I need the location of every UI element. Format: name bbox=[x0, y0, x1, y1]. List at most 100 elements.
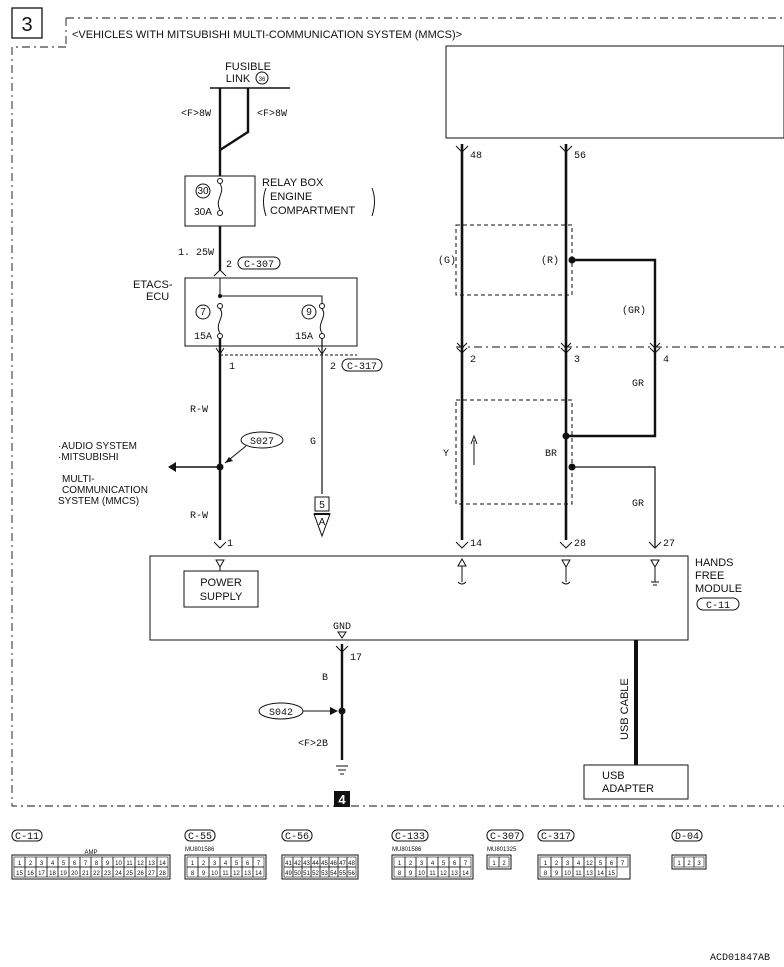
mmcs-pin-48: 48 bbox=[470, 151, 482, 162]
etacs-ecu: ETACS- ECU 7 15A 9 15A bbox=[133, 277, 358, 347]
connector-id: C-11 bbox=[15, 832, 39, 843]
feed-right-label: <F>8W bbox=[257, 109, 287, 120]
section-number: 3 bbox=[21, 14, 32, 36]
connector-pin: 2 bbox=[502, 861, 506, 867]
connector-pin: 8 bbox=[544, 871, 548, 877]
connector-pin: 5 bbox=[235, 861, 239, 867]
hfm-pin-1: 1 bbox=[227, 539, 233, 550]
etacs-out-pin1: 1 bbox=[229, 362, 235, 373]
wire-gr-upper: (GR) bbox=[622, 305, 646, 317]
connector-id: C-56 bbox=[285, 832, 309, 843]
relay-fuse-rating: 30A bbox=[194, 207, 212, 218]
connector-pin: 1 bbox=[492, 861, 496, 867]
connector-pin: 9 bbox=[409, 871, 413, 877]
connector-pin: 1 bbox=[398, 861, 402, 867]
audio-line-3: MULTI- bbox=[62, 474, 95, 485]
wire-125w-label: 1. 25W bbox=[178, 248, 214, 259]
connector-pin: 13 bbox=[451, 871, 458, 877]
etacs-out-connector: C-317 bbox=[347, 362, 377, 373]
connector-pin: 3 bbox=[420, 861, 424, 867]
connector-pin: 20 bbox=[71, 871, 78, 877]
power-supply-1: POWER bbox=[200, 577, 242, 589]
usb-adapter-box bbox=[583, 764, 689, 800]
junction-pin-3: 3 bbox=[574, 355, 580, 366]
connector-pin: 24 bbox=[115, 871, 122, 877]
hfm-title-1: HANDS bbox=[695, 557, 734, 569]
connector-id: C-55 bbox=[188, 832, 212, 843]
hfm-pin-28: 28 bbox=[574, 539, 586, 550]
wire-y: Y bbox=[443, 449, 449, 460]
audio-line-2: ·MITSUBISHI bbox=[58, 452, 119, 463]
etacs-fuse2-number: 9 bbox=[306, 307, 312, 318]
etacs-fuse1-rating: 15A bbox=[194, 332, 212, 343]
connector-sublabel: AMP bbox=[84, 850, 97, 856]
feed-left-label: <F>8W bbox=[181, 109, 211, 120]
connector-pin: 5 bbox=[599, 861, 603, 867]
wire-2b: <F>2B bbox=[298, 739, 328, 750]
hfm-title-2: FREE bbox=[695, 570, 724, 582]
connector-pin: 6 bbox=[610, 861, 614, 867]
feed-wires bbox=[218, 88, 250, 160]
connector-pin: 13 bbox=[244, 871, 251, 877]
connector-pin: 43 bbox=[303, 861, 310, 867]
etacs-fuse2-rating: 15A bbox=[295, 332, 313, 343]
connector-pin: 2 bbox=[409, 861, 413, 867]
connector-pin: 52 bbox=[312, 871, 319, 877]
usb-adapter-1: USB bbox=[602, 770, 625, 782]
connector-pin: 4 bbox=[577, 861, 581, 867]
gnd-label: GND bbox=[333, 622, 351, 633]
connector-pin: 11 bbox=[575, 871, 582, 877]
wire-g-upper: (G) bbox=[438, 255, 456, 267]
relay-box-sub2: COMPARTMENT bbox=[270, 205, 355, 217]
connector-pin: 3 bbox=[213, 861, 217, 867]
hfm-pin-17: 17 bbox=[350, 653, 362, 664]
connector-pin: 10 bbox=[418, 871, 425, 877]
connector-pin: 12 bbox=[440, 871, 447, 877]
mmcs-unit-box bbox=[445, 45, 784, 139]
connector-pin: 3 bbox=[697, 861, 701, 867]
connector-pin: 23 bbox=[104, 871, 111, 877]
connector-pin: 8 bbox=[398, 871, 402, 877]
connector-pin: 54 bbox=[330, 871, 337, 877]
connector-pin: 21 bbox=[82, 871, 89, 877]
splice-s042: S042 bbox=[269, 708, 293, 719]
connector-pin: 8 bbox=[191, 871, 195, 877]
connector-pin: 14 bbox=[159, 861, 166, 867]
section-header: 3 <VEHICLES WITH MITSUBISHI MULTI-COMMUN… bbox=[11, 7, 462, 41]
connector-pin: 15 bbox=[16, 871, 23, 877]
audio-line-4: COMMUNICATION bbox=[62, 485, 148, 496]
connector-pin: 10 bbox=[211, 871, 218, 877]
mmcs-pin-56: 56 bbox=[574, 151, 586, 162]
connector-pin: 11 bbox=[126, 861, 133, 867]
connector-pin: 5 bbox=[442, 861, 446, 867]
connector-part: MU801325 bbox=[487, 847, 517, 853]
connector-pin: 55 bbox=[339, 871, 346, 877]
hfm-title-3: MODULE bbox=[695, 583, 742, 595]
ref-a: A bbox=[319, 517, 326, 528]
connector-pin: 10 bbox=[115, 861, 122, 867]
audio-line-5: SYSTEM (MMCS) bbox=[58, 496, 139, 507]
etacs-in-connector: C-307 bbox=[244, 260, 274, 271]
relay-box-title: RELAY BOX bbox=[262, 177, 324, 189]
fusible-link: FUSIBLE LINK 36 bbox=[210, 61, 290, 89]
connector-pin: 51 bbox=[303, 871, 310, 877]
connector-pin: 2 bbox=[29, 861, 33, 867]
wire-gr-mid: GR bbox=[632, 379, 644, 390]
connector-pin: 6 bbox=[73, 861, 77, 867]
connector-pin: 7 bbox=[84, 861, 88, 867]
usb-cable-label: USB CABLE bbox=[619, 678, 631, 740]
etacs-label-2: ECU bbox=[146, 291, 169, 303]
connector-pin: 7 bbox=[464, 861, 468, 867]
connector-pin: 11 bbox=[429, 871, 436, 877]
fusible-link-label: FUSIBLE bbox=[225, 61, 271, 73]
connector-id: C-133 bbox=[395, 832, 425, 843]
wire-gr-lower: GR bbox=[632, 499, 644, 510]
audio-line-1: ·AUDIO SYSTEM bbox=[58, 441, 137, 452]
connector-pin: 22 bbox=[93, 871, 100, 877]
hfm-pin-14: 14 bbox=[470, 539, 482, 550]
